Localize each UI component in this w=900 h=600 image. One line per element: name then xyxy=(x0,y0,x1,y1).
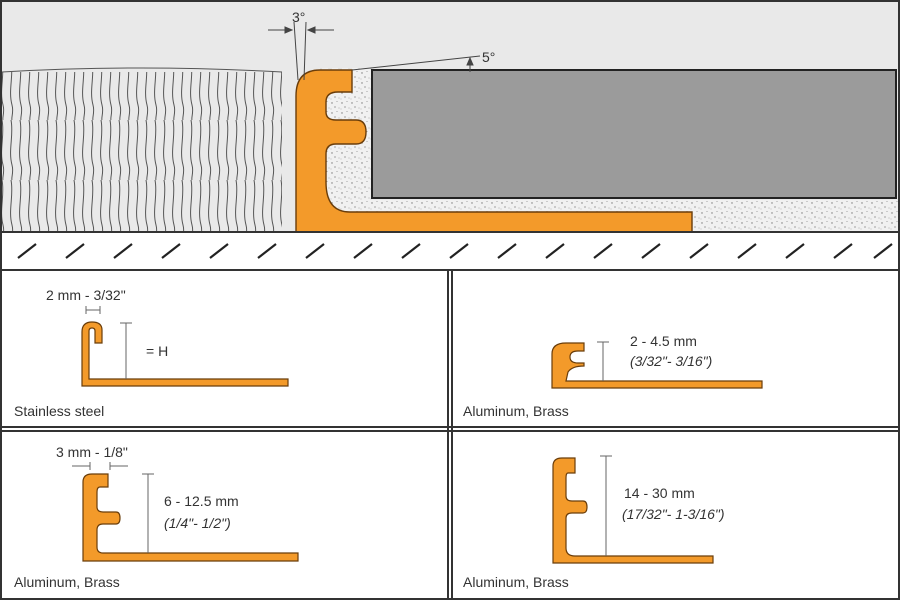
panel-2-height-label: 2 - 4.5 mm xyxy=(630,333,697,349)
floor-hatch xyxy=(17,243,893,259)
angle-3-indicator xyxy=(268,21,334,81)
angle-5-label: 5° xyxy=(482,49,495,65)
angle-3-label: 3° xyxy=(292,9,305,25)
panel-1-thickness-label: 2 mm - 3/32" xyxy=(46,287,126,303)
panel-2-profile xyxy=(551,342,763,389)
panel-3-thickness-dim xyxy=(72,462,128,470)
panel-3: 3 mm - 1/8" 6 - 12.5 mm (1/4"- 1/2") Alu… xyxy=(14,444,299,590)
panel-3-height-label: 6 - 12.5 mm xyxy=(164,493,239,509)
panel-2-material: Aluminum, Brass xyxy=(463,403,569,419)
plaster-texture xyxy=(2,72,282,232)
panel-1: 2 mm - 3/32" = H Stainless steel xyxy=(14,287,289,419)
panel-1-height-dim xyxy=(120,322,132,379)
top-section: 3° 5° xyxy=(1,2,898,271)
panel-3-height-imperial: (1/4"- 1/2") xyxy=(164,515,231,531)
panel-1-material: Stainless steel xyxy=(14,403,104,419)
panel-4-height-imperial: (17/32"- 1-3/16") xyxy=(622,506,725,522)
panel-2: 2 - 4.5 mm (3/32"- 3/16") Aluminum, Bras… xyxy=(463,333,763,419)
panel-4-profile xyxy=(552,457,714,564)
panel-3-material: Aluminum, Brass xyxy=(14,574,120,590)
panel-1-profile xyxy=(81,321,289,387)
panel-4-material: Aluminum, Brass xyxy=(463,574,569,590)
panel-3-height-dim xyxy=(142,473,154,553)
panel-4: 14 - 30 mm (17/32"- 1-3/16") Aluminum, B… xyxy=(463,455,725,590)
panel-4-height-label: 14 - 30 mm xyxy=(624,485,695,501)
panel-2-height-imperial: (3/32"- 3/16") xyxy=(630,353,712,369)
tile-block xyxy=(371,69,897,199)
panel-1-height-label: = H xyxy=(146,343,168,359)
panel-4-height-dim xyxy=(600,455,612,556)
edge-profile-main xyxy=(295,69,693,233)
panel-3-thickness-label: 3 mm - 1/8" xyxy=(56,444,128,460)
panel-3-profile xyxy=(82,473,299,562)
panel-2-height-dim xyxy=(597,341,609,381)
panel-1-thickness-dim xyxy=(85,306,101,314)
angle-5-indicator xyxy=(351,55,481,72)
